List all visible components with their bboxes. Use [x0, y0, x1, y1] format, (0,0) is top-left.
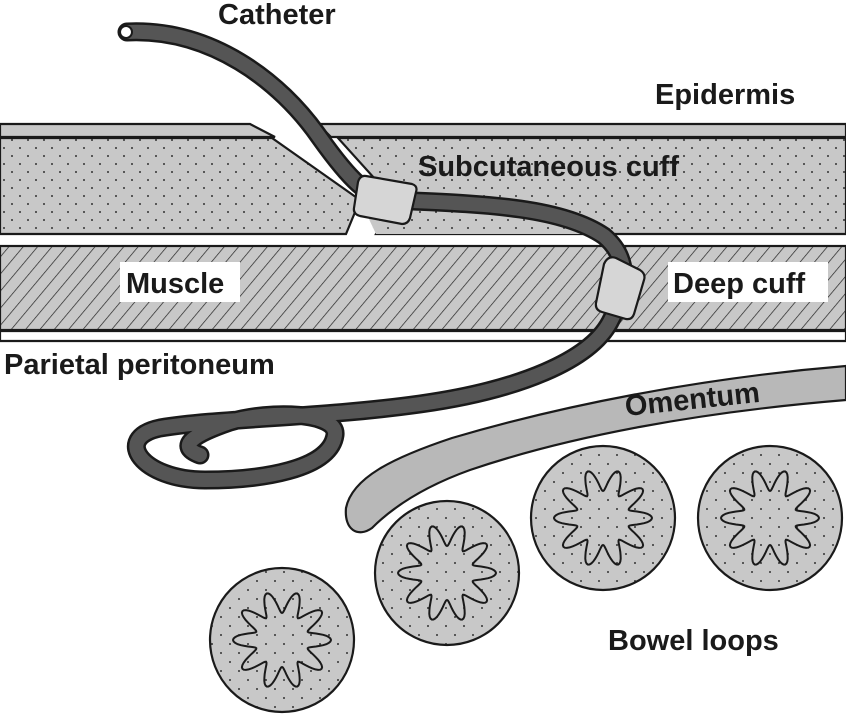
bowel-loop: [208, 566, 356, 714]
catheter-label: Catheter: [218, 0, 336, 31]
muscle-label-bg: [120, 262, 240, 302]
bowel-loop-wall: [529, 444, 677, 592]
parietal-peritoneum-label: Parietal peritoneum: [4, 349, 275, 381]
bowel-loops: [208, 444, 844, 714]
subcutaneous-cuff-label: Subcutaneous cuff: [418, 151, 679, 183]
parietal-peritoneum-layer: [0, 329, 846, 343]
bowel-loop: [529, 444, 677, 592]
epidermis-label: Epidermis: [655, 79, 795, 111]
bowel-loop-lumen: [552, 470, 654, 566]
bowel-loop-wall: [373, 499, 521, 647]
omentum: [344, 364, 846, 534]
bowel-loop: [373, 499, 521, 647]
bowel-loop-wall: [696, 444, 844, 592]
epidermis-layer: [0, 122, 846, 139]
deep-cuff-label-bg: [668, 262, 828, 302]
deep-cuff: [594, 256, 646, 321]
subcutaneous-cuff: [352, 174, 418, 226]
bowel-loop-lumen: [231, 592, 333, 688]
muscle-label: Muscle: [126, 268, 224, 300]
bowel-loop: [696, 444, 844, 592]
bowel-loop-lumen: [396, 525, 498, 621]
deep-cuff-label: Deep cuff: [673, 268, 805, 300]
bowel-loops-label: Bowel loops: [608, 625, 779, 657]
catheter-tip-opening: [119, 25, 133, 39]
bowel-loop-lumen: [719, 470, 821, 566]
bowel-loop-wall: [208, 566, 356, 714]
